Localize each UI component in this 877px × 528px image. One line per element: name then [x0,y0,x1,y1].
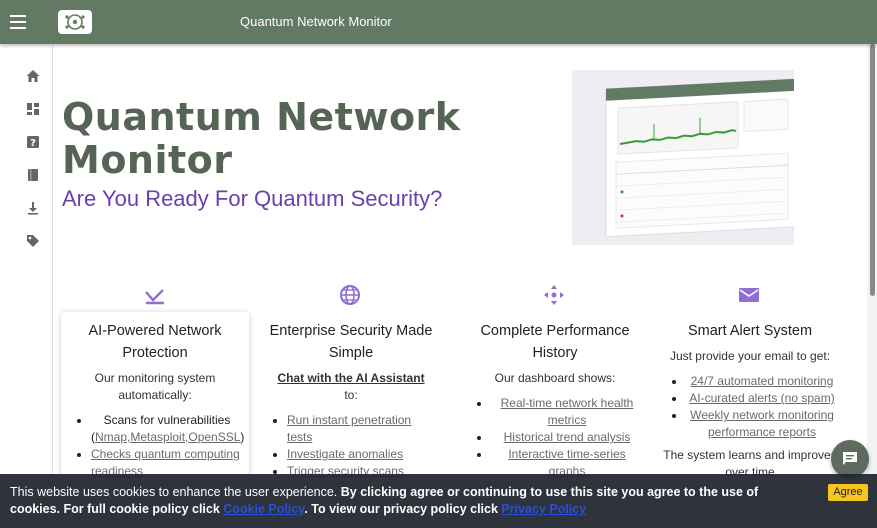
list-item: Weekly network monitoring performance re… [686,407,838,441]
tag-icon[interactable] [25,233,41,249]
list-item: Real-time network health metrics [491,395,643,429]
logo[interactable] [58,10,92,34]
cookie-text: This website uses cookies to enhance the… [10,485,338,499]
list-item: AI-curated alerts (no spam) [686,390,838,407]
list-link[interactable]: Historical trend analysis [503,430,631,444]
feature-card-smart-alerts: Smart Alert System Just provide your ema… [656,312,844,482]
agree-button[interactable]: Agree [828,484,868,501]
card-text-suffix: to: [344,388,358,402]
sidebar: ? [0,44,53,528]
card-text: Just provide your email to get: [669,349,831,363]
svg-text:?: ? [30,138,36,149]
privacy-text: . To view our privacy policy click [304,502,498,516]
cookie-policy-link[interactable]: Cookie Policy [223,502,305,516]
card-list: 24/7 automated monitoring AI-curated ale… [656,373,844,441]
mail-icon [739,288,759,302]
move-arrows-icon [544,285,564,305]
card-text: Our monitoring system automatically: [94,371,216,402]
list-item: Historical trend analysis [491,429,643,446]
app-title: Quantum Network Monitor [240,14,392,29]
help-icon[interactable]: ? [25,134,41,150]
card-title: Complete Performance History [480,323,630,361]
list-link[interactable]: AI-curated alerts (no spam) [689,391,835,405]
cookie-consent-bar: This website uses cookies to enhance the… [0,474,877,528]
dashboard-screenshot-illustration [605,78,794,238]
privacy-policy-link[interactable]: Privacy Policy [501,502,587,516]
menu-icon[interactable] [8,12,28,32]
cookie-bold-text: By clicking agree or continuing to use t… [10,485,759,516]
scan-tools-link[interactable]: Nmap,Metasploit,OpenSSL [95,430,241,444]
dashboard-preview-image [572,70,794,245]
feature-card-ai-protection: AI-Powered Network Protection Our monito… [61,312,249,482]
feature-card-performance-history: Complete Performance History Our dashboa… [461,312,649,482]
list-item: 24/7 automated monitoring [686,373,838,390]
list-item: Investigate anomalies [287,446,439,463]
chat-button[interactable] [831,440,869,478]
book-icon[interactable] [25,167,41,183]
list-link[interactable]: Real-time network health metrics [500,396,634,427]
network-logo-icon [65,14,85,30]
card-list: Scans for vulnerabilities (Nmap,Metasplo… [61,412,249,480]
list-item: Run instant penetration tests [287,412,439,446]
list-link[interactable]: Weekly network monitoring performance re… [690,408,834,439]
scrollbar[interactable] [867,44,877,474]
globe-icon [340,285,360,305]
card-title: Enterprise Security Made Simple [269,323,433,361]
card-title: Smart Alert System [687,323,813,339]
dashboard-icon[interactable] [25,101,41,117]
hero-subtitle: Are You Ready For Quantum Security? [62,186,443,211]
ai-graph-icon [145,289,164,305]
chat-icon [843,452,857,465]
top-app-bar: Quantum Network Monitor [0,0,877,44]
download-icon[interactable] [25,200,41,216]
card-list: Run instant penetration tests Investigat… [257,412,445,480]
card-text: Chat with the AI Assistant to: [257,370,445,404]
list-link[interactable]: 24/7 automated monitoring [690,374,834,388]
card-text: Our dashboard shows: [494,371,616,385]
hero-title: Quantum Network Monitor [62,95,461,182]
list-link[interactable]: Run instant penetration tests [287,413,412,444]
list-link[interactable]: Investigate anomalies [287,447,404,461]
list-item: Scans for vulnerabilities (Nmap,Metasplo… [91,412,244,446]
chat-ai-assistant-link[interactable]: Chat with the AI Assistant [277,371,425,385]
feature-card-enterprise-security: Enterprise Security Made Simple Chat wit… [257,312,445,482]
card-list: Real-time network health metrics Histori… [461,395,649,480]
home-icon[interactable] [25,68,41,84]
scroll-thumb[interactable] [870,44,875,296]
card-title: AI-Powered Network Protection [88,323,222,361]
